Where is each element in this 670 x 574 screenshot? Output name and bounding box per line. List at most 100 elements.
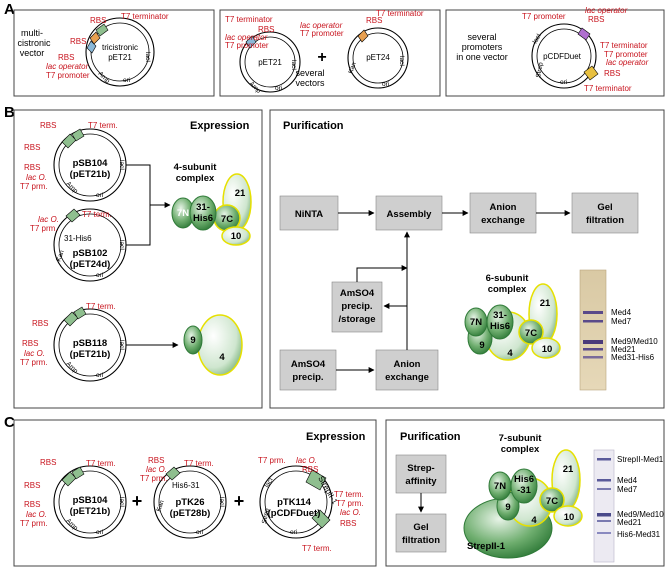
b-amso4-l2: precip.	[292, 372, 323, 383]
b-c4-10: 10	[231, 231, 242, 242]
b-c6-his6: His6	[490, 321, 510, 332]
c-gel-strep-med1: StrepII-Med1	[617, 455, 664, 464]
tricistronic-pet21-plasmid	[85, 17, 155, 87]
c-p3-t7prm2: T7 prm.	[336, 499, 364, 508]
b-arrow-storage-assembly	[356, 265, 408, 282]
c-p1-rbs-1: RBS	[40, 458, 56, 467]
a-right-side-1: several	[467, 32, 496, 42]
a-right-rbs-b: RBS	[604, 69, 620, 78]
c-p3-lac: lac O.	[296, 456, 317, 465]
b-p3-t7prm: T7 prm.	[20, 358, 48, 367]
a-mid-t7-term: T7 terminator	[225, 15, 273, 24]
b-p1-name: pSB104	[73, 158, 109, 169]
c-step-strep	[395, 454, 447, 494]
pet24-plasmid	[347, 27, 409, 89]
b-p2-t7prm: T7 prm.	[30, 224, 58, 233]
b-anion2-l1: Anion	[394, 359, 421, 370]
c-c7-9: 9	[505, 502, 510, 513]
b-dimer-9-4	[183, 314, 243, 376]
c-p1-rbs-3: RBS	[24, 500, 40, 509]
b-step-gel1	[571, 192, 639, 234]
c-gel-l1: Gel	[413, 522, 428, 533]
c-gel-med9-10: Med9/Med10	[617, 510, 664, 519]
c-p1-laci: lacI	[118, 497, 125, 507]
b-gel-med31his: Med31-His6	[611, 353, 655, 362]
c-p2-t7term: T7 term.	[184, 459, 214, 468]
c-complex7-title-2: complex	[501, 444, 540, 455]
c-p2-t7prm: T7 prm.	[140, 474, 168, 483]
panel-letter-c: C	[4, 414, 15, 431]
a-mid-p2-kan: Kan	[347, 61, 358, 75]
c-p2-kan: Kan	[155, 499, 166, 513]
c-c7-10: 10	[564, 512, 575, 523]
c-p3-laci: lacI	[264, 477, 275, 489]
b-c4-his6: His6	[193, 213, 213, 224]
b-p1-base: (pET21b)	[70, 169, 111, 180]
b-psb118-plasmid	[53, 306, 127, 382]
b-p3-ori: ori	[96, 372, 103, 379]
c-c7-7n: 7N	[494, 481, 506, 492]
a-right-lac-op-top: lac operator	[585, 6, 628, 15]
c-gel-his-med31: His6-Med31	[617, 530, 661, 539]
b-p2-name: pSB102	[73, 248, 108, 259]
pcdfduet-plasmid	[531, 23, 599, 89]
a-mid-ori: ori	[275, 85, 282, 92]
c-p3-strep: Strep	[261, 507, 271, 524]
b-step-anion2	[375, 349, 439, 391]
b-gel-med7: Med7	[611, 317, 632, 326]
c-p3-t7term: T7 term.	[334, 490, 364, 499]
c-p2-name: pTK26	[175, 497, 204, 508]
a-right-side-2: promoters	[462, 42, 503, 52]
b-p2-laci: lacI	[118, 240, 125, 250]
a-mid-rbs: RBS	[258, 25, 274, 34]
c-c7-4: 4	[531, 515, 537, 526]
b-p3-laci: lacI	[118, 340, 125, 350]
c-ptk26-plasmid	[153, 465, 227, 539]
c-c7-21: 21	[563, 464, 574, 475]
a-mid-p2-t7-term: T7 terminator	[376, 9, 424, 18]
c-p2-base: (pET28b)	[170, 508, 211, 519]
a-mid-pet24-name: pET24	[366, 53, 390, 62]
a-right-pcdfduet-name: pCDFDuet	[543, 52, 582, 61]
b-step-anion1-l1: Anion	[490, 202, 517, 213]
b-p1-t7term: T7 term.	[88, 121, 118, 130]
c-strep-l1: Strep-	[407, 463, 434, 474]
c-p1-lac: lac O.	[26, 510, 47, 519]
b-p3-rbs-2: RBS	[22, 339, 38, 348]
a-mid-p2-lac-op: lac operator	[300, 21, 343, 30]
a-mid-laci: lacI	[290, 60, 297, 70]
multicistronic-label-2: cistronic	[17, 38, 51, 48]
b-complex4-title-2: complex	[176, 173, 215, 184]
a-mid-plus: +	[317, 49, 326, 66]
a-mid-p2-laci: lacI	[398, 56, 405, 66]
a-mid-p2-t7-prom: T7 promoter	[300, 29, 344, 38]
c-p3-base: (pCDFDuet)	[268, 508, 321, 519]
a-mid-p2-ori: ori	[382, 81, 389, 88]
b-p2-t7term: T7 term.	[82, 210, 112, 219]
b-complex4	[171, 173, 252, 246]
b-p1-lac: lac O.	[26, 173, 47, 182]
a-mid-several-1: several	[295, 68, 324, 78]
a-right-strep: Strep	[535, 61, 545, 78]
c-c7-strep: StrepII-1	[467, 541, 506, 552]
a-right-ori: ori	[560, 79, 567, 86]
a-right-side-3: in one vector	[456, 52, 508, 62]
b-c6-10: 10	[542, 344, 553, 355]
b-p3-rbs-1: RBS	[32, 319, 48, 328]
tricistronic-name: tricistronic	[102, 43, 138, 52]
b-amso4s-l1: AmSO4	[340, 288, 375, 299]
b-complex6	[464, 283, 561, 361]
c-p1-rbs-2: RBS	[24, 481, 40, 490]
b-c4-7n: 7N	[177, 208, 189, 219]
b-p2-base: (pET24d)	[70, 259, 111, 270]
tricistronic-base: pET21	[108, 53, 132, 62]
b-c4-7c: 7C	[221, 214, 233, 225]
c-c7-31: -31	[517, 485, 531, 496]
a-left-rbs-low: RBS	[58, 53, 74, 62]
b-p1-rbs-2: RBS	[24, 143, 40, 152]
b-c6-7n: 7N	[470, 317, 482, 328]
b-c6-21: 21	[540, 298, 551, 309]
b-dimer-4: 4	[219, 352, 225, 363]
b-step-ninta-label: NiNTA	[295, 209, 323, 220]
c-gel-med21: Med21	[617, 518, 642, 527]
